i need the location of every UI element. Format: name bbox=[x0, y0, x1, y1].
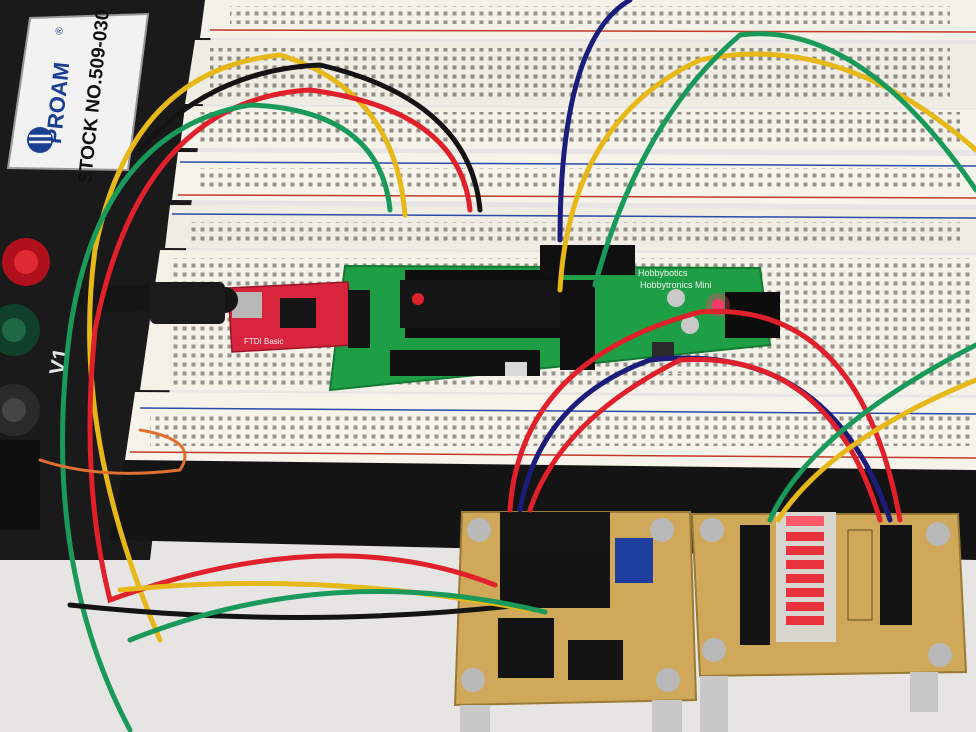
proam-sticker: PROAM ® STOCK NO.509-030 bbox=[6, 9, 150, 185]
atmega-chip bbox=[400, 280, 560, 328]
green-wire bbox=[592, 31, 976, 288]
capacitor bbox=[681, 316, 699, 334]
led-segment-lit bbox=[786, 516, 824, 526]
mounting-screw bbox=[650, 518, 674, 542]
blue-wire bbox=[517, 355, 893, 523]
jumper-block[interactable] bbox=[615, 538, 653, 583]
capacitor bbox=[667, 289, 685, 307]
proam-logo-icon bbox=[27, 127, 53, 153]
ftdi-chip bbox=[280, 298, 316, 328]
binding-posts: V1 bbox=[0, 238, 74, 530]
sticker-registered-mark: ® bbox=[54, 26, 66, 35]
right-header bbox=[880, 525, 912, 625]
red-wire bbox=[87, 87, 498, 604]
ftdi-label: FTDI Basic bbox=[244, 337, 284, 346]
red-wire bbox=[507, 308, 903, 523]
reset-button[interactable] bbox=[652, 342, 674, 360]
board-maker-label: Hobbybotics bbox=[638, 268, 688, 278]
orange-wire bbox=[38, 428, 187, 475]
input-header bbox=[498, 618, 554, 678]
status-led bbox=[412, 293, 424, 305]
shift-register-chip bbox=[500, 548, 610, 608]
usb-plug bbox=[150, 282, 225, 324]
ftdi-usb-adapter: FTDI Basic bbox=[227, 281, 370, 353]
left-header bbox=[740, 525, 770, 645]
green-wire bbox=[127, 589, 548, 643]
mounting-screw bbox=[700, 518, 724, 542]
green-wire bbox=[60, 102, 393, 732]
mounting-screw bbox=[461, 668, 485, 692]
red-wire bbox=[527, 356, 883, 523]
mounting-screw bbox=[467, 518, 491, 542]
top-header bbox=[540, 245, 635, 275]
mounting-screw bbox=[702, 638, 726, 662]
mounting-screw bbox=[656, 668, 680, 692]
led-bar-board bbox=[690, 512, 968, 732]
black-wire bbox=[67, 602, 523, 620]
black-wire bbox=[137, 62, 483, 213]
main-microcontroller-board: Hobbybotics Hobbytronics Mini RESET bbox=[328, 245, 780, 392]
resistor-array bbox=[847, 529, 873, 621]
output-header bbox=[568, 640, 623, 680]
yellow-wire bbox=[775, 377, 976, 523]
mounting-screw bbox=[926, 522, 950, 546]
crystal bbox=[505, 362, 527, 376]
green-wire bbox=[767, 342, 976, 523]
power-led bbox=[712, 299, 724, 311]
board-model-label: Hobbytronics Mini bbox=[640, 280, 712, 290]
mounting-screw bbox=[928, 643, 952, 667]
reset-label: RESET bbox=[660, 367, 687, 376]
shift-register-board bbox=[453, 511, 698, 732]
blue-wire bbox=[557, 0, 633, 243]
jumper-wires bbox=[38, 0, 976, 732]
